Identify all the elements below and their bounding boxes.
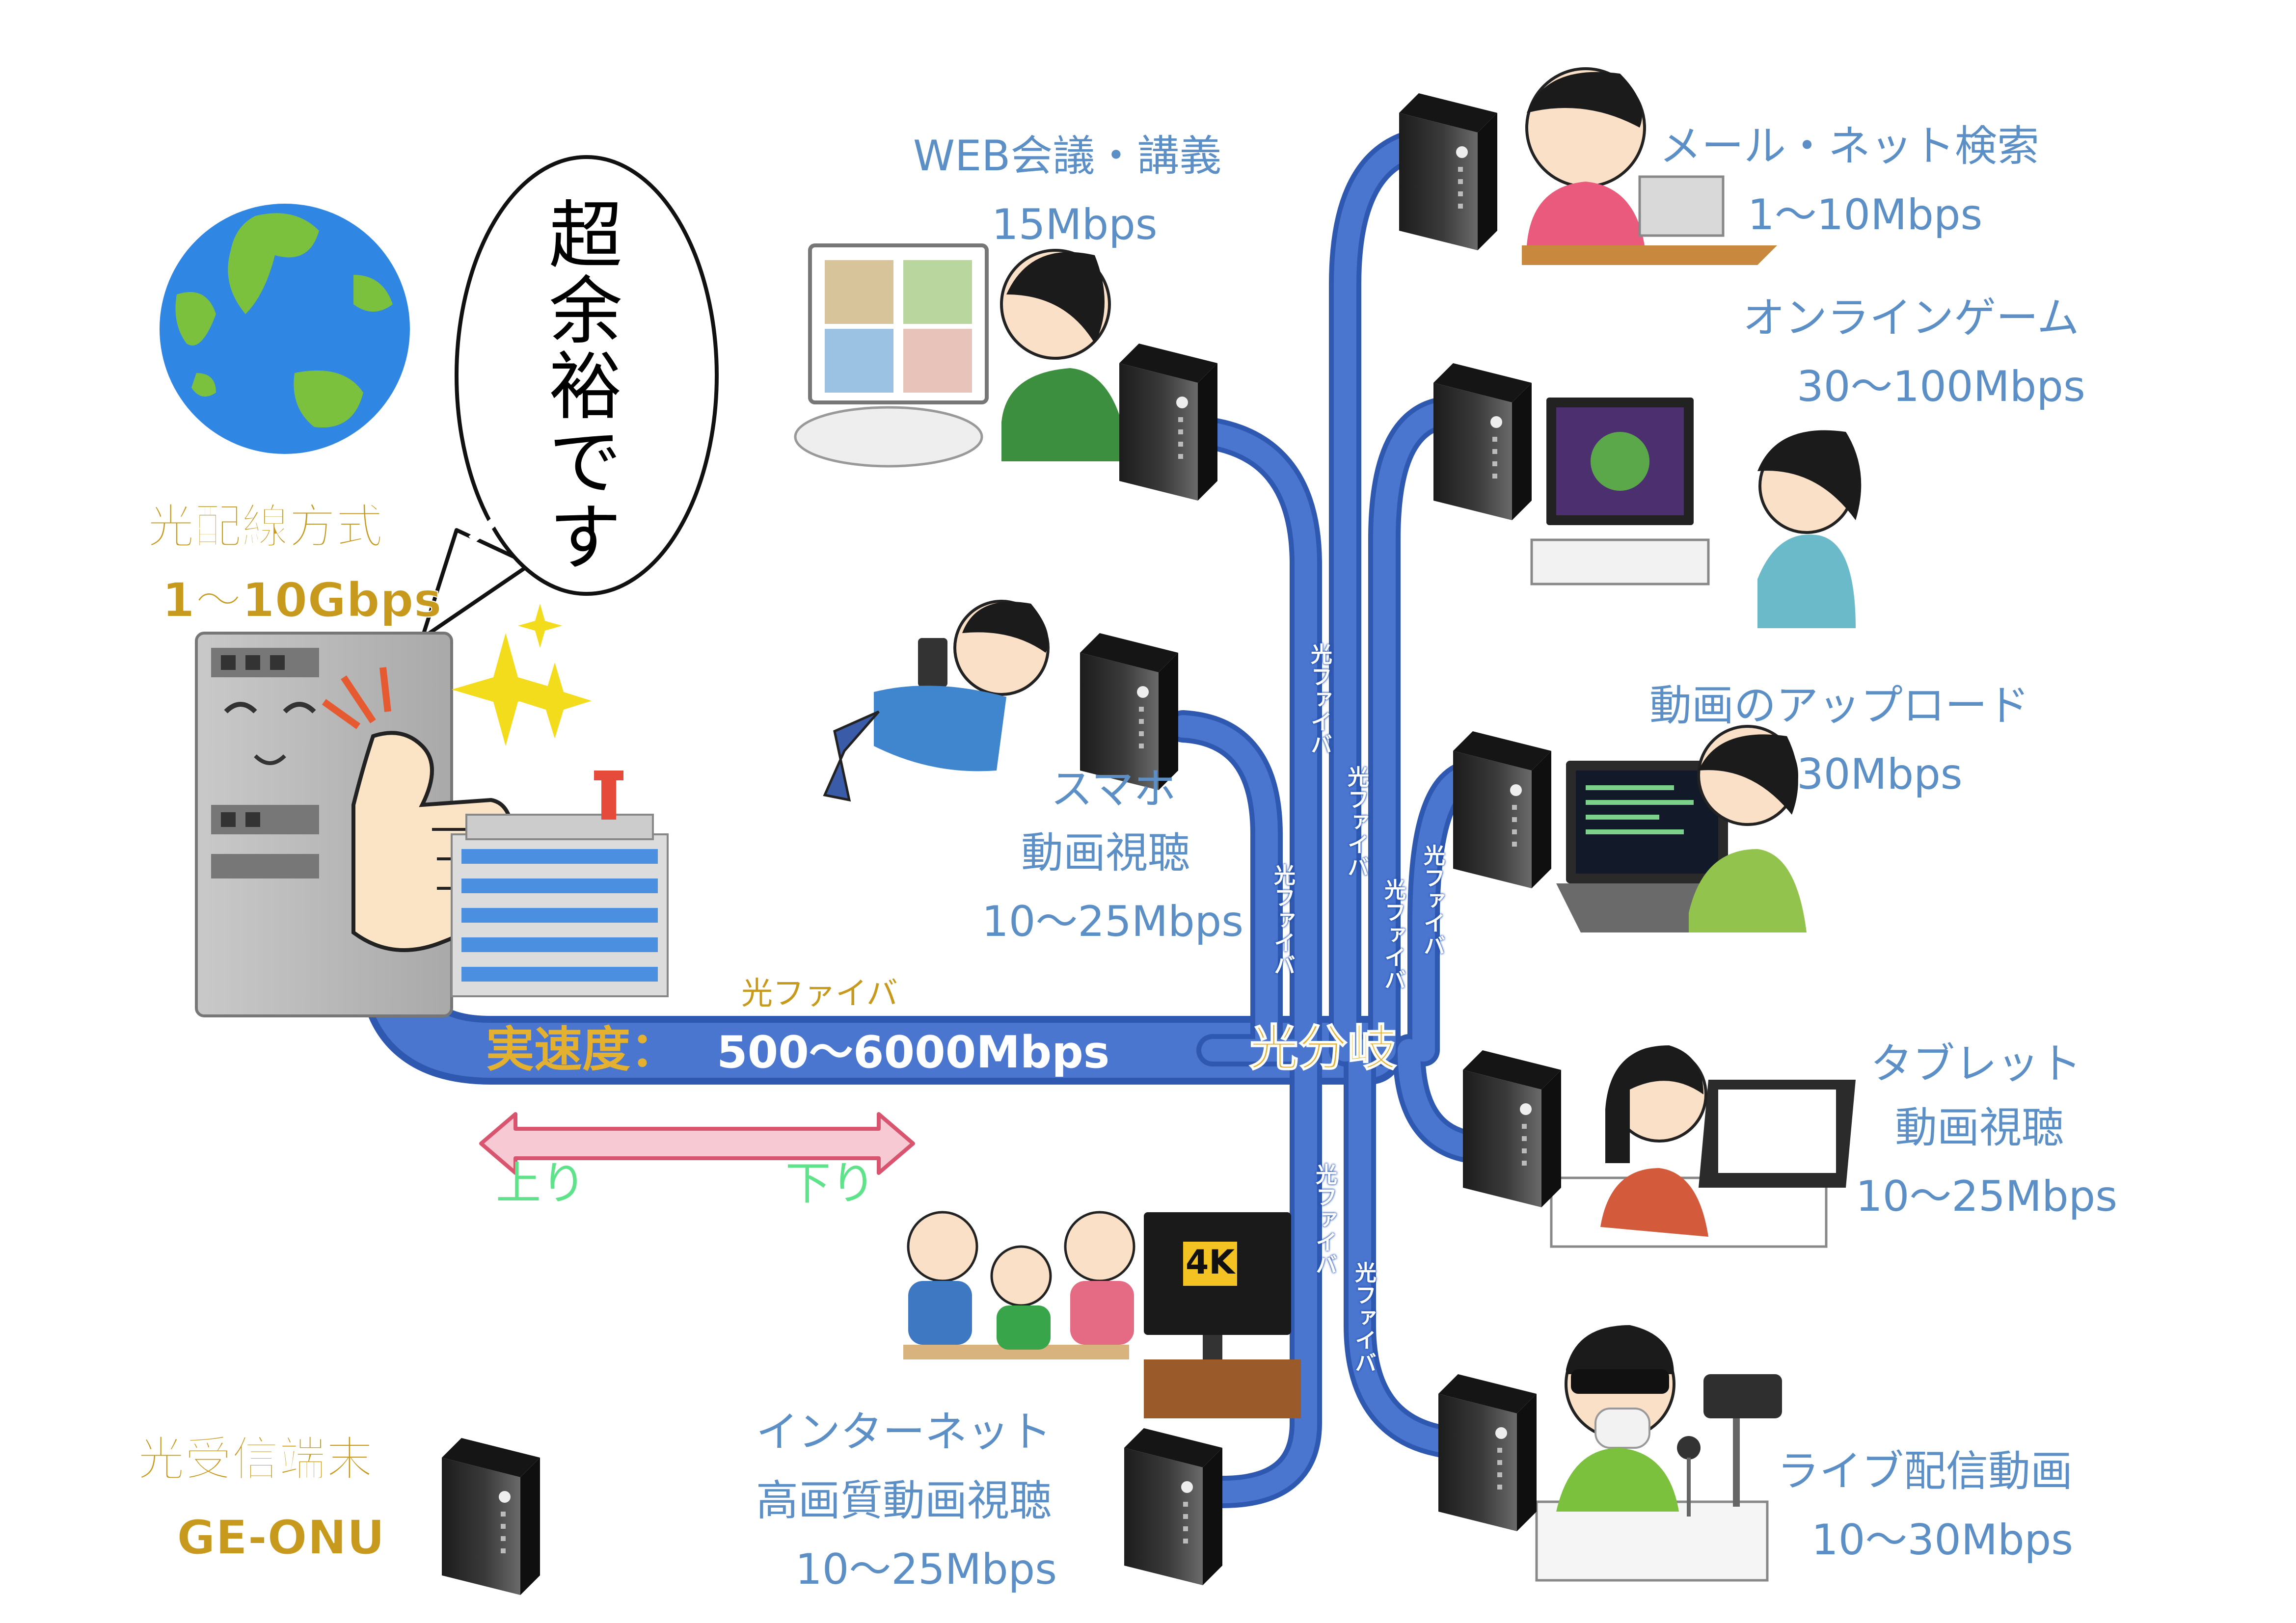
- service-mail-speed: 1〜10Mbps: [1748, 190, 1983, 239]
- phone-user-scene: [823, 600, 1050, 802]
- service-web-speed: 15Mbps: [992, 200, 1158, 249]
- service-mail-name: メール・ネット検索: [1659, 122, 2039, 171]
- live-stream-scene: [1535, 1325, 1782, 1582]
- service-game-name: オンラインゲーム: [1743, 293, 2080, 343]
- upstream-label: 上り: [496, 1157, 587, 1210]
- office-building-icon: [451, 771, 669, 997]
- service-upload-speed: 30Mbps: [1797, 750, 1963, 799]
- sparkle-icon: [452, 604, 592, 746]
- service-upload-name: 動画のアップロード: [1649, 681, 2029, 730]
- terminal-model: GE-ONU: [176, 1510, 385, 1565]
- server-mascot: [195, 632, 515, 1017]
- service-live-name: ライブ配信動画: [1777, 1447, 2073, 1496]
- branch-fiber-label: 光ファイバ: [1312, 1163, 1337, 1276]
- branch-fiber-label: 光ファイバ: [1420, 844, 1445, 957]
- service-live-speed: 10〜30Mbps: [1811, 1516, 2074, 1565]
- service-phone-speed: 10〜25Mbps: [982, 897, 1244, 946]
- trunk-speed-label: 実速度：: [486, 1022, 679, 1078]
- mail-search-scene: [1522, 67, 1777, 265]
- service-tablet-speed: 10〜25Mbps: [1856, 1172, 2118, 1221]
- web-meeting-scene: [794, 243, 1129, 468]
- service-hd-name: インターネット: [756, 1408, 1052, 1457]
- upload-scene: [1556, 725, 1807, 932]
- family-tv-scene: [903, 1211, 1301, 1418]
- downstream-label: 下り: [785, 1157, 876, 1210]
- tv-4k-badge: 4K: [1186, 1243, 1235, 1282]
- speech-bubble: [420, 155, 719, 640]
- service-game-speed: 30〜100Mbps: [1797, 362, 2085, 411]
- terminal-name: 光受信端末: [137, 1432, 374, 1487]
- trunk-speed-value: 500〜6000Mbps: [717, 1027, 1110, 1078]
- branch-fiber-label: 光ファイバ: [1344, 766, 1369, 878]
- service-tablet-name: タブレット: [1870, 1039, 2081, 1089]
- branch-fiber-label: 光ファイバ: [1351, 1261, 1376, 1374]
- service-tablet-name: 動画視聴: [1895, 1103, 2064, 1152]
- branch-fiber-label: 光ファイバ: [1270, 864, 1295, 977]
- splitter-label: 光分岐: [1249, 1019, 1397, 1077]
- up-down-arrow: [479, 1112, 915, 1175]
- game-scene: [1530, 398, 1862, 628]
- service-phone-name: スマホ: [1051, 765, 1176, 814]
- origin-method: 光配線方式: [147, 499, 383, 554]
- branch-fiber-label: 光ファイバ: [1380, 878, 1405, 991]
- service-phone-name: 動画視聴: [1021, 828, 1190, 878]
- globe-icon: [160, 204, 410, 454]
- bubble-text: 超余裕です: [536, 196, 622, 574]
- service-hd-speed: 10〜25Mbps: [795, 1545, 1057, 1594]
- service-web-name: WEB会議・講義: [913, 132, 1222, 181]
- service-hd-name: 高画質動画視聴: [756, 1476, 1052, 1525]
- branch-fiber-label: 光ファイバ: [1307, 643, 1332, 756]
- trunk-fiber-label: 光ファイバ: [741, 976, 898, 1012]
- tablet-scene: [1550, 1045, 1856, 1248]
- origin-bandwidth: 1〜10Gbps: [162, 573, 442, 628]
